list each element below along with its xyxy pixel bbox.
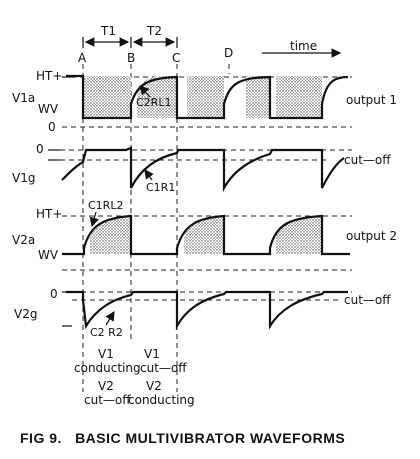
v2-state-right-name: V2 xyxy=(146,379,162,393)
conduction-states: V1 conducting V1 cut—off V2 cut—off V2 c… xyxy=(74,347,195,407)
v1g-level-zero: 0 xyxy=(36,142,44,156)
v2a-level-wv: WV xyxy=(38,248,59,262)
v2a-note: C1RL2 xyxy=(88,199,123,212)
v2a-trace: HT+ WV V2a C1RL2 output 2 xyxy=(12,199,397,271)
v2g-trace: 0 V2g C2 R2 cut—off xyxy=(14,287,391,339)
v1g-name: V1g xyxy=(12,171,35,185)
v2-state-left-name: V2 xyxy=(98,379,114,393)
v2g-cutoff: cut—off xyxy=(344,293,391,307)
v1a-note: C2RL1 xyxy=(136,96,171,109)
v2g-name: V2g xyxy=(14,307,37,321)
v1a-level-wv: WV xyxy=(38,102,59,116)
v2-state-right-label: conducting xyxy=(128,393,195,407)
time-label: time xyxy=(290,39,317,53)
output-2-label: output 2 xyxy=(346,229,397,243)
t2-label: T2 xyxy=(146,24,162,38)
v1a-trace: HT+ WV 0 V1a C2RL1 output 1 xyxy=(12,69,397,134)
v1a-level-ht: HT+ xyxy=(36,69,62,83)
v2g-level-zero: 0 xyxy=(50,287,58,301)
point-c: C xyxy=(172,51,180,65)
v1g-trace: 0 V1g C1R1 cut—off xyxy=(12,142,391,194)
figure-caption: FIG 9. BASIC MULTIVIBRATOR WAVEFORMS xyxy=(20,430,345,446)
point-d: D xyxy=(224,46,233,60)
v1a-name: V1a xyxy=(12,91,35,105)
v1-state-right-label: cut—off xyxy=(140,361,187,375)
point-a: A xyxy=(78,51,87,65)
v1-state-right-name: V1 xyxy=(144,347,160,361)
v2-state-left-label: cut—off xyxy=(84,393,131,407)
v2a-name: V2a xyxy=(12,233,35,247)
output-1-label: output 1 xyxy=(346,93,397,107)
v2a-level-ht: HT+ xyxy=(36,207,62,221)
v1g-note: C1R1 xyxy=(146,181,175,194)
t1-label: T1 xyxy=(100,24,116,38)
v2g-note: C2 R2 xyxy=(90,326,123,339)
v1-state-left-label: conducting xyxy=(74,361,141,375)
point-b: B xyxy=(127,51,135,65)
timing-header: T1 T2 A B C D time xyxy=(78,24,342,65)
v1g-cutoff: cut—off xyxy=(344,153,391,167)
v1-state-left-name: V1 xyxy=(98,347,114,361)
v1a-level-zero: 0 xyxy=(48,120,56,134)
